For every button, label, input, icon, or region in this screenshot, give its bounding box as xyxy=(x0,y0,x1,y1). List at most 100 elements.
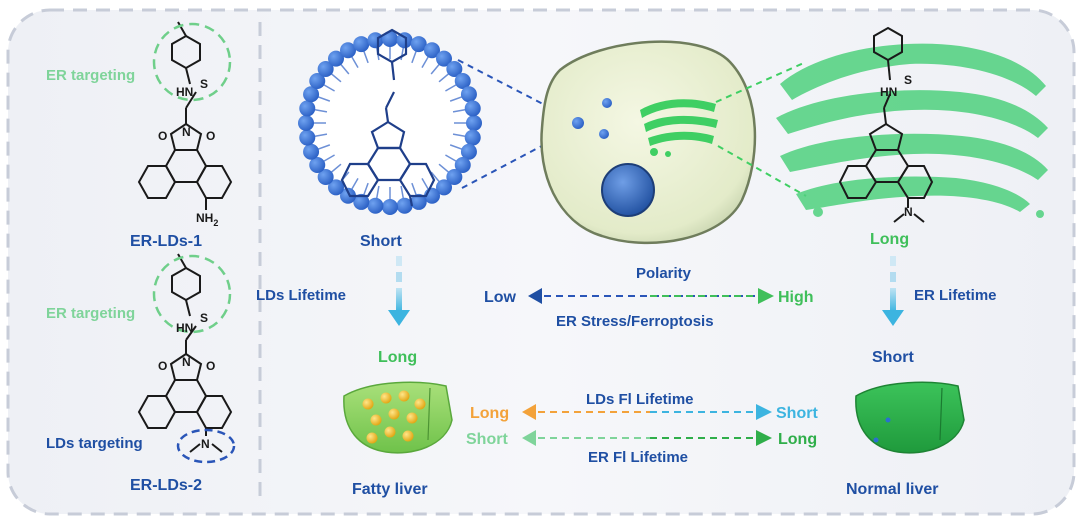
fat-droplet xyxy=(414,398,426,410)
outer-frame xyxy=(6,8,1076,516)
er-fl-right-label: Long xyxy=(778,431,817,448)
atom-n-er: N xyxy=(904,205,913,219)
lipid-head xyxy=(382,31,398,47)
fatty-liver xyxy=(343,381,453,454)
er-lifetime-end: Short xyxy=(872,349,914,366)
fat-droplet xyxy=(406,412,418,424)
er-organelle-small xyxy=(640,99,718,157)
lipid-head xyxy=(464,100,481,117)
lipid-head xyxy=(446,61,463,78)
lipid-head xyxy=(382,199,398,215)
lipid-head xyxy=(435,179,452,196)
atom-n-2-amine: N xyxy=(201,437,210,451)
atom-o-1a: O xyxy=(158,129,167,143)
atom-hn-1: HN xyxy=(176,85,193,99)
fatty-liver-label: Fatty liver xyxy=(352,481,428,498)
lds-lifetime-caption: LDs Lifetime xyxy=(256,287,346,304)
lipid-head xyxy=(299,129,316,146)
lipid-head xyxy=(298,115,314,131)
nucleus xyxy=(601,163,655,217)
lipid-head xyxy=(464,129,481,146)
compound-1-structure xyxy=(137,21,233,210)
lipid-head xyxy=(454,157,471,173)
cell-illustration xyxy=(540,40,757,245)
lipid-droplet xyxy=(298,28,482,215)
lipid-drop-dot-1 xyxy=(572,117,584,129)
fat-droplet xyxy=(398,390,410,402)
lipid-head xyxy=(303,143,320,160)
compound-1-name: ER-LDs-1 xyxy=(130,233,202,250)
atom-s-2: S xyxy=(200,311,208,325)
lipid-head xyxy=(466,115,482,131)
lipid-head xyxy=(410,36,427,53)
atom-s-er: S xyxy=(904,73,912,87)
lipid-head xyxy=(309,157,326,173)
lipid-head xyxy=(299,100,316,117)
lds-targeting-label: LDs targeting xyxy=(46,435,143,452)
droplet-probe xyxy=(340,28,436,207)
er-lifetime-caption: ER Lifetime xyxy=(914,287,997,304)
lds-fl-left-label: Long xyxy=(470,405,509,422)
atom-o-2b: O xyxy=(206,359,215,373)
lipid-head xyxy=(340,187,356,204)
lipid-drop-dot-2 xyxy=(602,98,612,108)
fat-droplet xyxy=(388,408,400,420)
normal-liver-label: Normal liver xyxy=(846,481,938,498)
lipid-head xyxy=(435,50,452,67)
normal-liver xyxy=(855,381,965,454)
er-fl-lifetime-caption: ER Fl Lifetime xyxy=(588,449,688,466)
connector-er-top xyxy=(715,61,807,103)
compound-2-name: ER-LDs-2 xyxy=(130,477,202,494)
lipid-head xyxy=(340,42,356,59)
lipid-head xyxy=(303,86,320,103)
lipid-head xyxy=(460,143,477,160)
er-fl-left-label: Short xyxy=(466,431,508,448)
polarity-high: High xyxy=(778,289,814,306)
atom-n-2: N xyxy=(182,355,191,369)
lipid-head xyxy=(367,32,384,49)
atom-n-1: N xyxy=(182,125,191,139)
atom-o-2a: O xyxy=(158,359,167,373)
fat-droplet xyxy=(366,432,378,444)
lds-lifetime-end: Long xyxy=(378,349,417,366)
nh2-label: NH2 xyxy=(196,211,218,228)
lipid-head xyxy=(328,50,345,67)
lipid-head xyxy=(309,73,326,89)
er-probe xyxy=(838,26,934,223)
lipid-drop-dot-3 xyxy=(599,129,609,139)
lipid-head xyxy=(410,193,427,210)
polarity-title: Polarity xyxy=(636,265,692,282)
er-target-circle-2 xyxy=(152,254,232,334)
compound-2-structure xyxy=(137,253,233,453)
lipid-head xyxy=(317,61,334,78)
lipid-head xyxy=(396,32,413,49)
lipid-head xyxy=(317,168,334,185)
connector-er-bottom xyxy=(717,145,807,197)
lipid-head xyxy=(460,86,477,103)
er-targeting-label-2: ER targeting xyxy=(46,305,135,322)
lipid-head xyxy=(446,168,463,185)
fat-droplet xyxy=(370,414,382,426)
atom-s-1: S xyxy=(200,77,208,91)
lipid-head xyxy=(353,36,370,53)
fat-droplet xyxy=(380,392,392,404)
lipid-head xyxy=(353,193,370,210)
er-target-circle-1 xyxy=(152,22,232,102)
er-lifetime-arrow xyxy=(882,256,904,326)
lipid-head xyxy=(424,42,440,59)
er-organelle-large xyxy=(776,43,1048,218)
fat-droplet xyxy=(402,430,414,442)
lds-target-ellipse xyxy=(176,428,236,464)
atom-o-1b: O xyxy=(206,129,215,143)
lds-fl-lifetime-caption: LDs Fl Lifetime xyxy=(586,391,694,408)
fat-droplet xyxy=(362,398,374,410)
lipid-head xyxy=(396,197,413,214)
lds-fl-right-label: Short xyxy=(776,405,818,422)
droplet-short-label: Short xyxy=(360,233,402,250)
lipid-head xyxy=(454,73,471,89)
er-long-label: Long xyxy=(870,231,909,248)
lipid-head xyxy=(328,179,345,196)
lds-lifetime-arrow xyxy=(388,256,410,326)
